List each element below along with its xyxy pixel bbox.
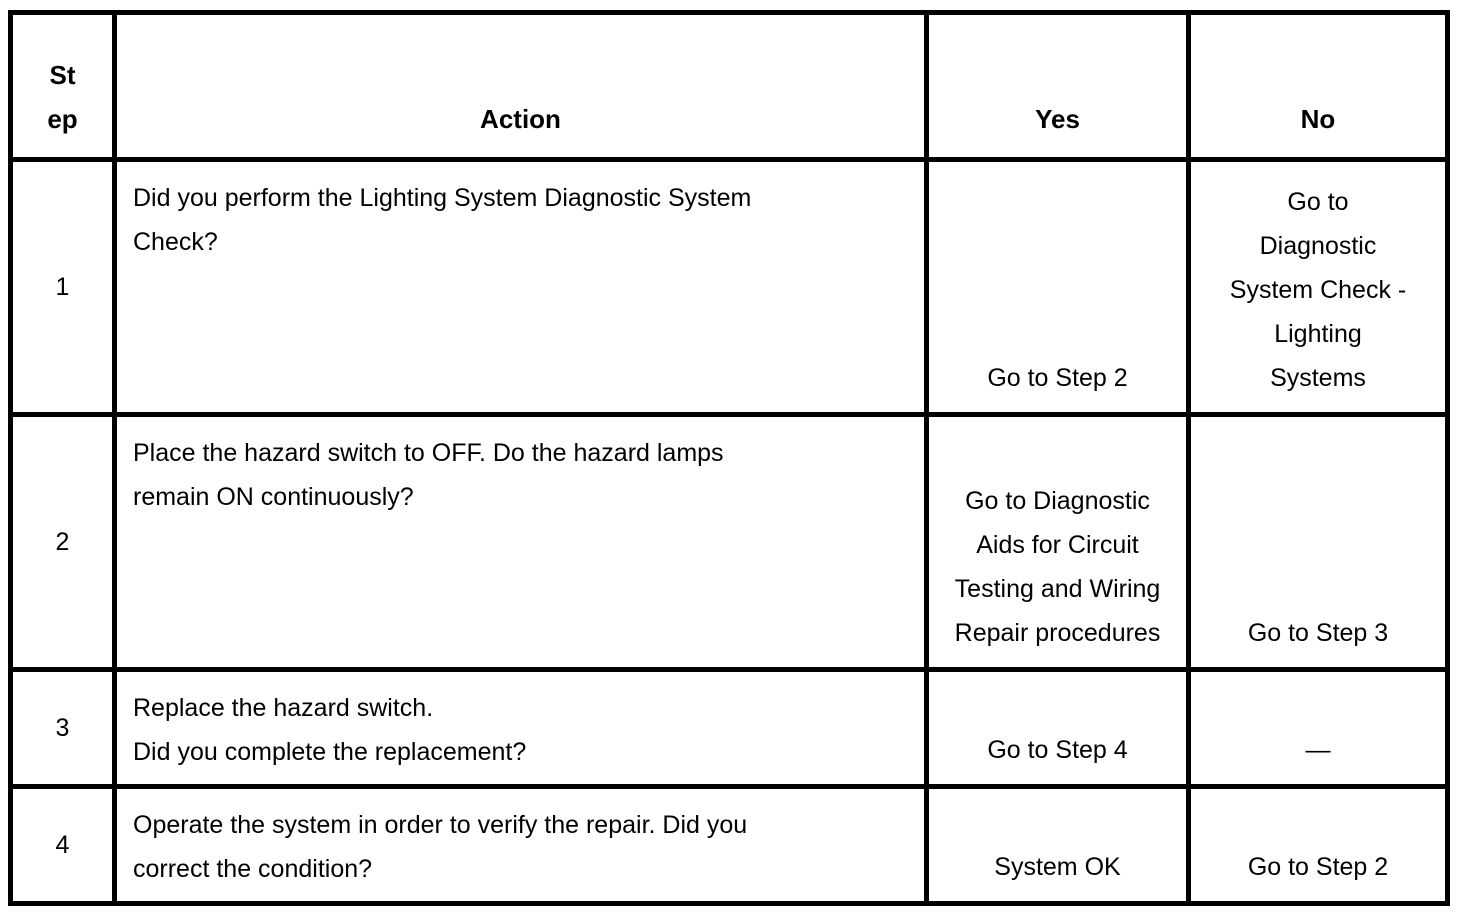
no-result-cell: — — [1186, 667, 1450, 789]
step-column-header: St ep — [8, 10, 117, 162]
text-line: 4 — [55, 831, 70, 859]
text-line: Operate the system in order to verify th… — [133, 811, 748, 839]
text-line: remain ON continuously? — [133, 483, 414, 511]
step-number-cell: 1 — [8, 157, 117, 417]
text-line: Go to — [1287, 188, 1349, 216]
text-line: Did you complete the replacement? — [133, 738, 527, 766]
action-column-header: Action — [112, 10, 929, 162]
text-line: Aids for Circuit — [976, 531, 1139, 559]
text-line: Go to Step 2 — [987, 364, 1128, 392]
action-cell: Did you perform the Lighting System Diag… — [112, 157, 929, 417]
text-line: Go to Diagnostic — [965, 487, 1150, 515]
text-line: Place the hazard switch to OFF. Do the h… — [133, 439, 724, 467]
text-line: 1 — [55, 273, 70, 301]
table-row: 2 Place the hazard switch to OFF. Do the … — [8, 412, 1450, 672]
yes-result-cell: System OK — [924, 784, 1191, 906]
no-result-cell: Go to Step 3 — [1186, 412, 1450, 672]
text-line: Go to Step 2 — [1247, 853, 1389, 881]
action-cell: Operate the system in order to verify th… — [112, 784, 929, 906]
text-line: System OK — [994, 853, 1121, 881]
text-line: Lighting — [1274, 320, 1362, 348]
step-header-line: St — [49, 60, 76, 90]
text-line: System Check - — [1229, 276, 1407, 304]
text-line: Check? — [133, 228, 218, 256]
yes-result-cell: Go to Step 4 — [924, 667, 1191, 789]
text-line: Go to Step 4 — [987, 736, 1128, 764]
header-row: St ep Action Yes No — [8, 10, 1450, 162]
text-line: — — [1305, 736, 1331, 764]
text-line: Did you perform the Lighting System Diag… — [133, 184, 752, 212]
step-number-cell: 3 — [8, 667, 117, 789]
no-column-header: No — [1186, 10, 1450, 162]
action-cell: Replace the hazard switch. Did you comple… — [112, 667, 929, 789]
step-number-cell: 2 — [8, 412, 117, 672]
step-header-line: ep — [47, 104, 78, 134]
action-cell: Place the hazard switch to OFF. Do the h… — [112, 412, 929, 672]
table-body: 1 Did you perform the Lighting System Dia… — [8, 157, 1450, 906]
text-line: Systems — [1270, 364, 1366, 392]
no-result-cell: Go to Step 2 — [1186, 784, 1450, 906]
text-line: Replace the hazard switch. — [133, 694, 434, 722]
step-number-cell: 4 — [8, 784, 117, 906]
text-line: correct the condition? — [133, 855, 373, 883]
text-line: Diagnostic — [1259, 232, 1377, 260]
diagnostic-steps-table: St ep Action Yes No 1 Did you perform the… — [8, 10, 1450, 906]
table-row: 4 Operate the system in order to verify t… — [8, 784, 1450, 906]
text-line: 3 — [55, 714, 70, 742]
text-line: Repair procedures — [954, 619, 1161, 647]
yes-result-cell: Go to Step 2 — [924, 157, 1191, 417]
text-line: Testing and Wiring — [954, 575, 1161, 603]
text-line: 2 — [55, 528, 70, 556]
yes-column-header: Yes — [924, 10, 1191, 162]
table-row: 3 Replace the hazard switch. Did you compl… — [8, 667, 1450, 789]
text-line: Go to Step 3 — [1247, 619, 1389, 647]
table-header: St ep Action Yes No — [8, 10, 1450, 162]
table-row: 1 Did you perform the Lighting System Dia… — [8, 157, 1450, 417]
